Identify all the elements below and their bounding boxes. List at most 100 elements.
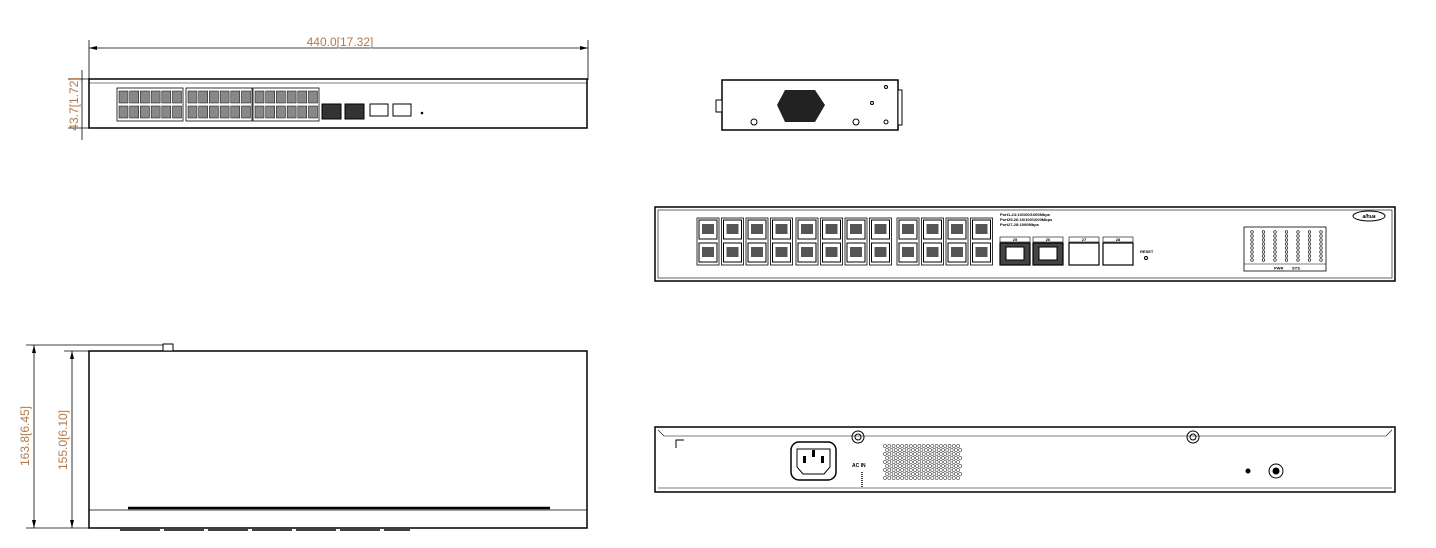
led-panel [1243, 226, 1327, 272]
status-led [1250, 254, 1254, 258]
status-led [1284, 258, 1289, 262]
vent-icon [777, 90, 825, 122]
rj45-port [230, 105, 241, 119]
status-led [1261, 250, 1266, 254]
sfp-port [1068, 242, 1100, 266]
status-led [1273, 238, 1277, 242]
rj45-port [254, 105, 265, 119]
rj45-port [172, 90, 182, 104]
status-led [1296, 258, 1300, 262]
height-dimension-label: 43.7[1.72] [67, 77, 81, 130]
uplink-label: 28 [1116, 237, 1121, 242]
status-led [1307, 250, 1312, 254]
rj45-port [129, 90, 139, 104]
status-led [1284, 246, 1289, 250]
sfp-port [392, 103, 412, 117]
status-led [1273, 242, 1277, 246]
rj45-port [230, 90, 241, 104]
status-led [1284, 234, 1289, 238]
uplink-label: 26 [1046, 237, 1051, 242]
rj45-port [129, 105, 139, 119]
status-led [1284, 250, 1289, 254]
port-info-line-3: Port27-28:1000Mbps [1000, 222, 1040, 227]
rj45-port [198, 90, 208, 104]
small-port-array [116, 87, 412, 122]
uplink-rj45-port [321, 103, 342, 120]
rear-panel: AC IN [654, 426, 1396, 493]
rj45-port [161, 105, 172, 119]
rj45-port [308, 90, 318, 104]
front-panel-chassis [654, 206, 1396, 282]
rj45-port [265, 90, 275, 104]
rj45-port [140, 105, 150, 119]
power-socket-icon [790, 441, 837, 481]
status-led [1319, 230, 1323, 234]
status-led [1307, 230, 1312, 234]
rj45-port [276, 105, 286, 119]
rj45-port [187, 90, 198, 104]
status-led [1273, 254, 1277, 258]
status-led [1307, 254, 1312, 258]
svg-text:alhua: alhua [1362, 214, 1375, 220]
rj45-port [209, 90, 219, 104]
rj45-port [209, 105, 219, 119]
status-led [1273, 230, 1277, 234]
status-led [1284, 230, 1289, 234]
rj45-port [297, 105, 308, 119]
status-led [1307, 246, 1312, 250]
status-led [1261, 234, 1266, 238]
status-led [1273, 234, 1277, 238]
status-led [1319, 254, 1323, 258]
status-led [1273, 246, 1277, 250]
sfp-port [1102, 242, 1134, 266]
uplink-label: 25 [1013, 237, 1018, 242]
rear-vent-icon [883, 444, 963, 480]
status-led [1261, 230, 1266, 234]
status-led [1284, 254, 1289, 258]
rj45-port [254, 90, 265, 104]
status-led [1250, 234, 1254, 238]
status-led [1296, 254, 1300, 258]
rj45-port [150, 90, 161, 104]
status-led [1319, 238, 1323, 242]
status-led [1250, 250, 1254, 254]
led-label-sys: SYS [1292, 266, 1300, 271]
status-led [1296, 242, 1300, 246]
front-panel-detail: Port1-24:10/100/1000Mbps Port25-26:10/10… [654, 206, 1396, 282]
status-led [1319, 234, 1323, 238]
status-led [1261, 238, 1266, 242]
status-led [1284, 242, 1289, 246]
status-led [1307, 242, 1312, 246]
status-led [1261, 246, 1266, 250]
status-led [1296, 250, 1300, 254]
rj45-port [219, 105, 230, 119]
sfp-port [369, 103, 389, 117]
ground-screw-small [1245, 468, 1251, 474]
status-led [1284, 238, 1289, 242]
port-info-line-2: Port25-26:10/100/1000Mbps [1000, 217, 1053, 222]
rj45-port [140, 90, 150, 104]
status-led [1296, 246, 1300, 250]
total-depth-label: 163.8[6.45] [18, 406, 32, 466]
rj45-port [276, 90, 286, 104]
status-led [1296, 230, 1300, 234]
rj45-port [118, 90, 129, 104]
status-led [1307, 234, 1312, 238]
body-depth-label: 155.0[6.10] [56, 410, 70, 470]
rj45-port-array [696, 217, 993, 266]
top-view: 163.8[6.45] 155.0[6.10] [18, 343, 588, 531]
front-chassis [88, 78, 588, 129]
status-led [1250, 246, 1254, 250]
reset-hole [420, 111, 424, 115]
status-led [1261, 254, 1266, 258]
rj45-port [150, 105, 161, 119]
reset-button[interactable] [1144, 256, 1148, 260]
status-led [1250, 242, 1254, 246]
reset-label: RESET [1140, 249, 1154, 254]
rj45-port [286, 105, 297, 119]
side-view [715, 79, 903, 131]
rj45-port [241, 90, 251, 104]
top-chassis [88, 350, 588, 529]
